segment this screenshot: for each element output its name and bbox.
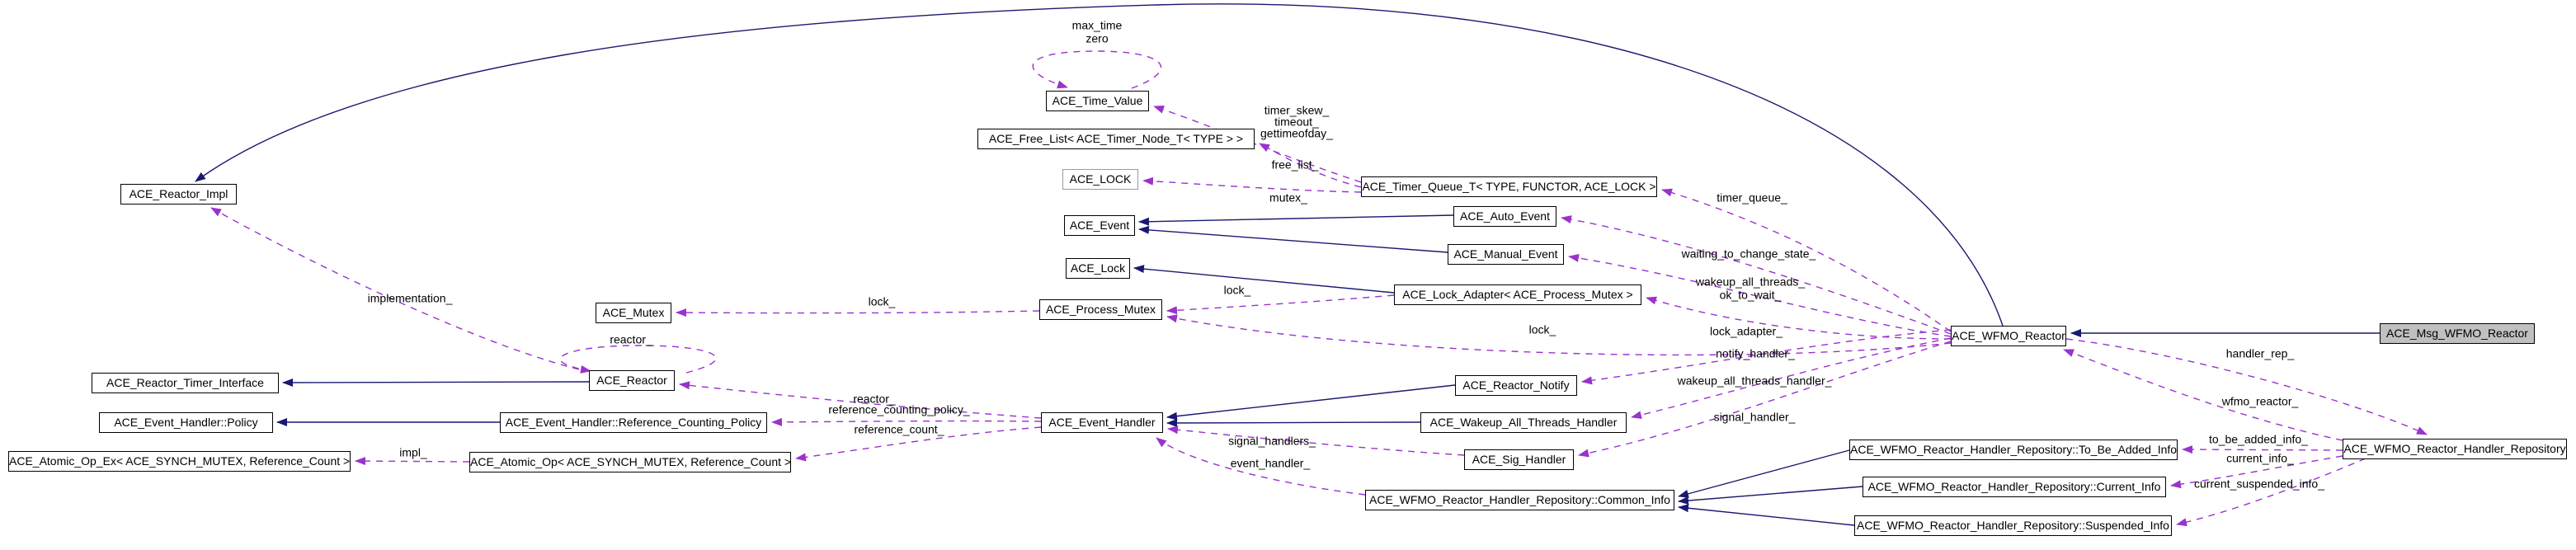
- class-node-event_handler[interactable]: ACE_Event_Handler: [1041, 412, 1163, 433]
- edge-label-use-wfmo-sig: signal_handler_: [1713, 410, 1796, 424]
- edge-label-use-eh-atomicop: reference_count_: [854, 422, 944, 436]
- edge-use-repository-wfmo: [2063, 349, 2343, 441]
- edge-use-reactor-self: [559, 345, 717, 374]
- edge-inh-notify-eh: [1166, 384, 1456, 421]
- edge-use-wfmo-repository: [2065, 338, 2428, 435]
- edge-label-use-wfmo-wakeup: wakeup_all_threads_handler_: [1677, 374, 1832, 388]
- edge-use-repository-tba: [2182, 445, 2343, 454]
- class-node-reactor_impl[interactable]: ACE_Reactor_Impl: [120, 184, 237, 204]
- edge-inh-cur-common: [1678, 486, 1863, 505]
- edge-inh-tba-common: [1678, 449, 1850, 498]
- edge-use-repository-current: [2170, 455, 2343, 489]
- edge-label-use-repository-tba: to_be_added_info_: [2209, 432, 2308, 446]
- class-node-event[interactable]: ACE_Event: [1064, 215, 1135, 236]
- edge-use-timevalue-self: [1032, 50, 1162, 89]
- class-node-msg_wfmo_reactor: ACE_Msg_WFMO_Reactor: [2380, 323, 2535, 344]
- edge-label-use-repository-current: current_info_: [2226, 451, 2294, 465]
- edge-inh-reactor-rti: [282, 378, 590, 387]
- edge-label-use-processmutex-mutex: lock_: [868, 294, 896, 308]
- edge-label-use-eh-reactor: reactor_: [853, 392, 896, 406]
- edge-use-eh-atomicop: [795, 426, 1042, 462]
- edge-use-common-eh: [1156, 437, 1366, 496]
- edge-label-use-tq-timevalue-2: gettimeofday_: [1260, 126, 1333, 140]
- edge-label-use-repository-suspended: current_suspended_info_: [2193, 477, 2325, 491]
- class-node-lock[interactable]: ACE_Lock: [1066, 258, 1130, 279]
- class-node-process_mutex[interactable]: ACE_Process_Mutex: [1039, 299, 1162, 320]
- class-node-timer_queue[interactable]: ACE_Timer_Queue_T< TYPE, FUNCTOR, ACE_LO…: [1361, 176, 1657, 197]
- edge-use-wfmo-manualevent: [1568, 253, 1952, 337]
- edge-label-use-wfmo-autoevent: waiting_to_change_state_: [1681, 247, 1816, 261]
- edge-use-tq-freelist: [1259, 143, 1362, 188]
- edge-use-wfmo-autoevent: [1561, 215, 1952, 335]
- edge-label-use-reactor-reactorimpl: implementation_: [367, 291, 453, 305]
- edge-use-wfmo-sig: [1578, 341, 1952, 458]
- edge-label-use-wfmo-manualevent-0: wakeup_all_threads_: [1695, 275, 1806, 289]
- edge-label-use-atomicop-atomicopex: impl_: [399, 445, 427, 459]
- class-node-time_value[interactable]: ACE_Time_Value: [1046, 91, 1149, 111]
- edge-inh-autoevent-event: [1138, 214, 1454, 226]
- edge-label-use-timevalue-self-0: max_time: [1071, 18, 1123, 32]
- class-node-sig_handler[interactable]: ACE_Sig_Handler: [1464, 449, 1574, 470]
- class-node-reactor_timer_interface[interactable]: ACE_Reactor_Timer_Interface: [92, 373, 279, 393]
- edge-use-wfmo-processmutex: [1166, 314, 1952, 356]
- edge-label-use-tq-timevalue-0: timer_skew_: [1264, 103, 1330, 117]
- edge-label-use-wfmo-repository: handler_rep_: [2225, 346, 2295, 360]
- class-node-eh_policy[interactable]: ACE_Event_Handler::Policy: [99, 412, 273, 433]
- class-node-auto_event[interactable]: ACE_Auto_Event: [1453, 206, 1556, 227]
- class-node-reactor_notify[interactable]: ACE_Reactor_Notify: [1455, 375, 1577, 396]
- edge-use-atomicop-atomicopex: [355, 457, 470, 466]
- edge-label-use-wfmo-notify: notify_handler_: [1716, 346, 1795, 360]
- class-node-current_info[interactable]: ACE_WFMO_Reactor_Handler_Repository::Cur…: [1863, 477, 2166, 497]
- edge-inh-wfmo-reactorimpl: [195, 3, 2004, 327]
- edge-inh-wakeup-eh: [1166, 418, 1421, 427]
- edge-label-use-tq-freelist: free_list_: [1271, 157, 1319, 172]
- edge-label-use-wfmo-lockadapter: lock_adapter_: [1710, 324, 1782, 338]
- class-node-ace_lock_param: ACE_LOCK: [1062, 169, 1138, 190]
- edge-label-use-tq-lock: mutex_: [1269, 190, 1307, 204]
- edge-use-processmutex-mutex: [676, 308, 1040, 317]
- class-node-common_info[interactable]: ACE_WFMO_Reactor_Handler_Repository::Com…: [1365, 490, 1674, 510]
- edge-use-lockadapter-processmutex: [1166, 294, 1395, 315]
- class-node-suspended_info[interactable]: ACE_WFMO_Reactor_Handler_Repository::Sus…: [1854, 515, 2172, 536]
- edge-use-wfmo-tq: [1661, 188, 1952, 332]
- class-node-to_be_added_info[interactable]: ACE_WFMO_Reactor_Handler_Repository::To_…: [1849, 440, 2178, 460]
- edge-inh-susp-common: [1678, 504, 1855, 526]
- edge-label-use-timevalue-self-1: zero: [1085, 31, 1109, 45]
- edge-label-use-common-eh: event_handler_: [1230, 456, 1311, 470]
- class-node-wfmo_reactor[interactable]: ACE_WFMO_Reactor: [1951, 326, 2066, 346]
- edge-label-use-tq-timevalue-1: timeout_: [1274, 115, 1319, 129]
- class-node-wakeup_handler[interactable]: ACE_Wakeup_All_Threads_Handler: [1420, 412, 1627, 433]
- class-node-reactor[interactable]: ACE_Reactor: [589, 370, 675, 391]
- edge-use-tq-lock: [1142, 176, 1362, 193]
- class-node-free_list[interactable]: ACE_Free_List< ACE_Timer_Node_T< TYPE > …: [977, 129, 1255, 149]
- edge-inh-manualevent-event: [1138, 225, 1448, 253]
- edge-use-wfmo-lockadapter: [1646, 296, 1952, 340]
- class-node-eh_rcp[interactable]: ACE_Event_Handler::Reference_Counting_Po…: [500, 412, 767, 433]
- edge-use-repository-suspended: [2176, 458, 2366, 527]
- edge-label-use-wfmo-manualevent-1: ok_to_wait_: [1719, 288, 1782, 302]
- class-node-lock_adapter[interactable]: ACE_Lock_Adapter< ACE_Process_Mutex >: [1394, 284, 1641, 305]
- edge-label-use-wfmo-tq: timer_queue_: [1717, 190, 1787, 204]
- class-node-atomic_op[interactable]: ACE_Atomic_Op< ACE_SYNCH_MUTEX, Referenc…: [469, 452, 791, 472]
- edge-label-use-reactor-self: reactor_: [610, 332, 652, 346]
- edge-use-sig-eh: [1167, 425, 1465, 456]
- edge-label-use-repository-wfmo: wfmo_reactor_: [2221, 394, 2299, 408]
- edge-inh-lockadapter-lock: [1133, 265, 1395, 294]
- edge-use-eh-reactor: [679, 381, 1042, 419]
- edge-label-use-eh-rcp: reference_counting_policy_: [828, 402, 970, 416]
- edge-label-use-lockadapter-processmutex: lock_: [1223, 283, 1251, 297]
- class-node-mutex[interactable]: ACE_Mutex: [596, 303, 671, 323]
- edge-label-use-wfmo-processmutex: lock_: [1528, 322, 1556, 336]
- edge-label-use-sig-eh: signal_handlers_: [1228, 434, 1316, 448]
- class-node-repository[interactable]: ACE_WFMO_Reactor_Handler_Repository: [2343, 439, 2567, 459]
- class-node-atomic_op_ex[interactable]: ACE_Atomic_Op_Ex< ACE_SYNCH_MUTEX, Refer…: [8, 451, 351, 472]
- class-node-manual_event[interactable]: ACE_Manual_Event: [1448, 244, 1564, 265]
- edge-use-wfmo-wakeup: [1631, 337, 1952, 420]
- edge-use-reactor-reactorimpl: [210, 207, 580, 370]
